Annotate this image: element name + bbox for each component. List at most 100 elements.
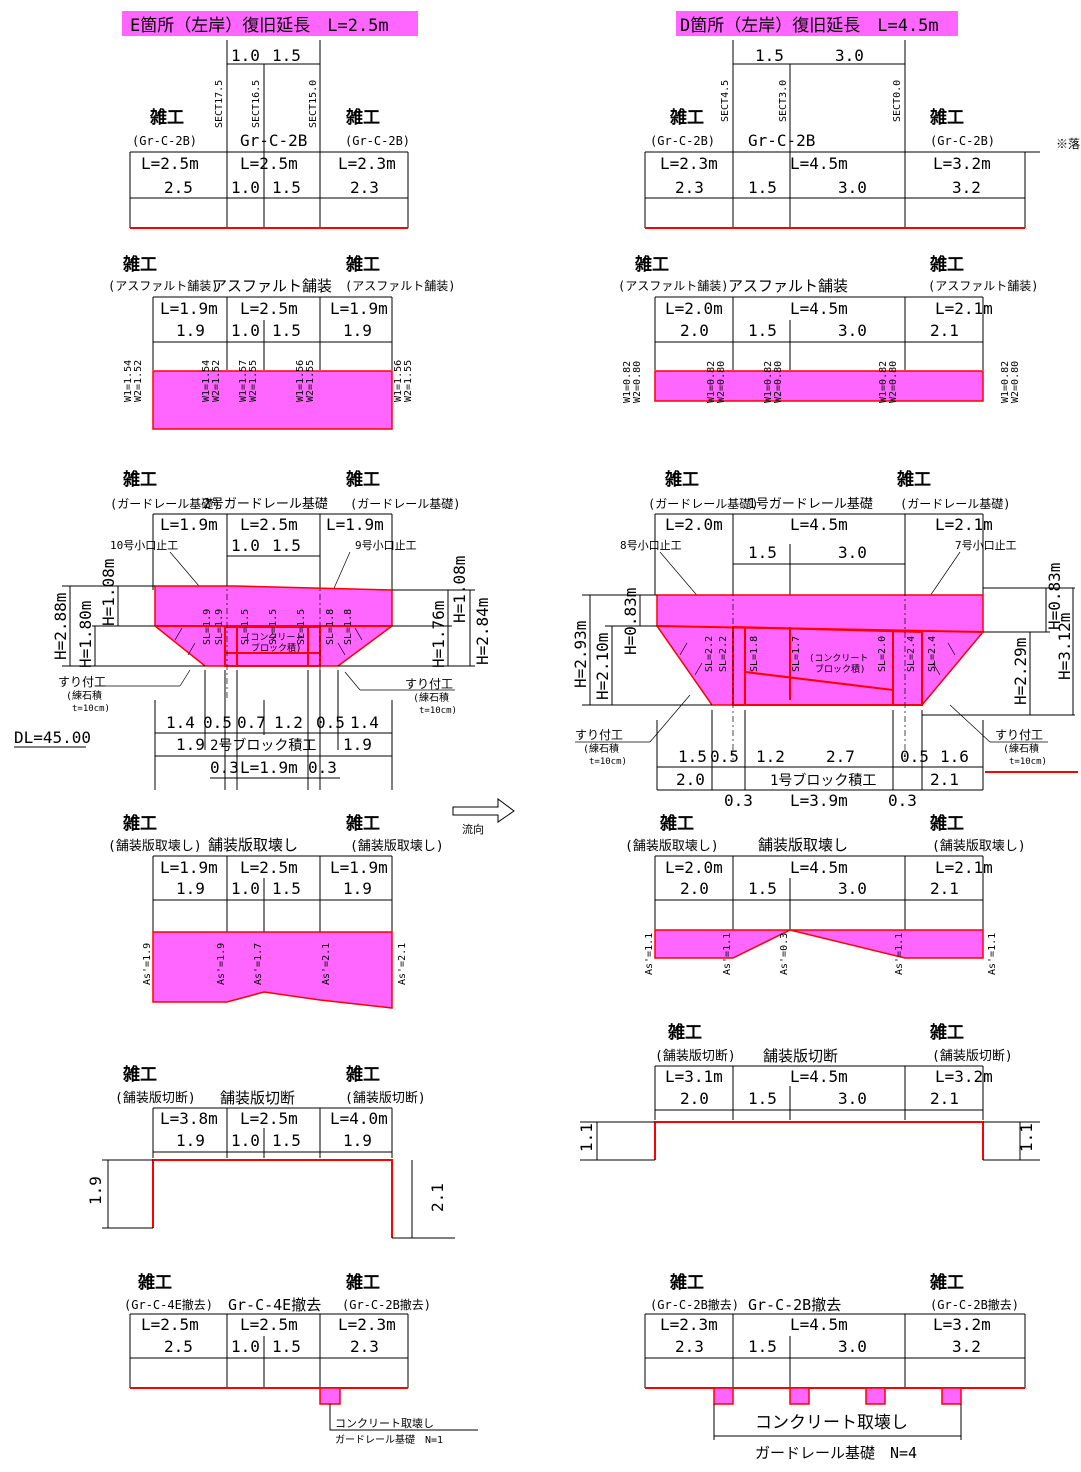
right-gd-sl-3: SL=1.8 [749,636,760,672]
right-pr-mid-name: 舗装版取壊し [758,836,848,854]
right-gr-right-name: 雑工 [929,107,964,128]
left-gd-suri-r-1: すり付工 [405,677,453,691]
right-gr-section: 1.5 3.0 SECT4.5 SECT3.0 SECT0.0 雑工 (Gr-C… [644,40,1080,229]
left-pr-as-5: As'=2.1 [397,943,408,985]
right-as-dim-1: 2.0 [680,321,709,340]
right-as-w2-a: W2=0.80 [632,361,643,403]
right-gr-dim-2: 1.5 [748,178,777,197]
right-gr-sect-3: SECT0.0 [892,80,903,122]
left-gd-len-3: L=1.9m [326,515,384,534]
right-gd-block-2: ブロック積) [815,663,865,675]
left-gd-left-name: 雑工 [122,469,157,490]
left-gd-b1-1: 1.4 [166,713,195,732]
left-gd-b2-2: 2号ブロック積工 [210,737,316,754]
right-gr-dim-3: 3.0 [838,178,867,197]
right-column: D箇所（左岸）復旧延長 L=4.5m 1.5 3.0 SECT4.5 SECT3… [571,11,1080,1462]
left-gd-hl-2: H=1.80m [76,601,95,668]
left-gm-len-3: L=2.3m [338,1315,396,1334]
right-pc-len-1: L=3.1m [665,1067,723,1086]
left-pc-dim-4: 1.9 [343,1131,372,1150]
left-gd-hr-2: H=1.76m [429,601,448,668]
left-gr-right-sub: (Gr-C-2B) [345,134,410,148]
right-gd-stop-r: 7号小口止工 [955,539,1017,552]
left-as-w2-d: W2=1.55 [305,360,316,402]
left-gd-b1-2: 0.5 [203,713,232,732]
right-gd-b1-5: 0.5 [900,747,929,766]
left-gr-sub-2: 1.5 [272,46,301,65]
left-pr-as-1: As'=1.9 [142,943,153,985]
right-as-w1-c: W1=0.82 [763,361,774,403]
left-as-w2-c: W2=1.55 [248,360,259,402]
datum-level-label: DL=45.00 [14,728,91,747]
left-gm-left-name: 雑工 [137,1272,172,1293]
right-gr-len-3: L=3.2m [933,154,991,173]
right-gm-mid-name: Gr-C-2B撤去 [748,1296,841,1314]
right-as-dim-2: 1.5 [748,321,777,340]
right-as-w2-b: W2=0.80 [716,361,727,403]
right-asphalt-section: 雑工 (アスファルト舗装) アスファルト舗装 雑工 (アスファルト舗装) L=2… [618,254,1038,403]
right-gd-len-3: L=2.1m [935,515,993,534]
left-pr-dim-3: 1.5 [272,879,301,898]
left-gd-hr-1: H=1.08m [450,556,469,623]
left-gm-right-name: 雑工 [345,1272,380,1293]
left-gm-dim-3: 1.5 [272,1337,301,1356]
right-pr-as-3: As'=0.3 [779,933,790,975]
left-as-dim-1: 1.9 [176,321,205,340]
left-as-right-name: 雑工 [345,254,380,275]
left-gr-left-name: 雑工 [149,107,184,128]
left-as-w2-a: W2=1.52 [133,360,144,402]
left-gd-sl-7: SL=1.8 [343,609,354,645]
left-gm-mid-name: Gr-C-4E撤去 [228,1296,321,1314]
left-pc-dim-2: 1.0 [231,1131,260,1150]
right-gd-b1-2: 0.5 [710,747,739,766]
right-gd-hl-2: H=2.10m [593,633,612,700]
right-title-bg [676,11,958,36]
left-pc-left-name: 雑工 [122,1064,157,1085]
left-as-w1-e: W1=1.56 [393,360,404,402]
left-pr-len-2: L=2.5m [240,858,298,877]
right-as-left-name: 雑工 [634,254,669,275]
left-pc-right-name: 雑工 [345,1064,380,1085]
right-pr-right-sub: (舗装版取壊し) [932,839,1026,854]
left-gd-b1-6: 1.4 [350,713,379,732]
left-gr-dim-4: 2.3 [350,178,379,197]
left-gr-len-2: L=2.5m [240,154,298,173]
right-as-dim-4: 2.1 [930,321,959,340]
right-gm-right-name: 雑工 [929,1272,964,1293]
right-gr-dim-4: 3.2 [952,178,981,197]
right-pc-right-name: 雑工 [929,1022,964,1043]
right-as-mid-name: アスファルト舗装 [728,277,848,295]
left-as-w1-d: W1=1.56 [295,360,306,402]
left-pr-dim-1: 1.9 [176,879,205,898]
left-gd-b3-1: 0.3 [210,758,239,777]
right-gd-hr-1: H=0.83m [1045,563,1064,630]
left-pave-rm-area [152,931,393,1009]
right-as-w1-e: W1=0.82 [1000,361,1011,403]
left-gm-conc-2: ガードレール基礎 N=1 [335,1433,443,1446]
left-title: E箇所（左岸）復旧延長 L=2.5m [130,16,389,36]
left-gr-sub-1: 1.0 [231,46,260,65]
right-pr-dim-3: 3.0 [838,879,867,898]
left-gd-b3-3: 0.3 [308,758,337,777]
right-gr-len-1: L=2.3m [660,154,718,173]
left-column: E箇所（左岸）復旧延長 L=2.5m 1.0 1.5 SECT17.5 SECT… [14,11,492,1446]
right-gd-b2-3: 2.1 [930,770,959,789]
left-gd-sl-3: SL=1.5 [240,609,251,645]
right-gm-dim-2: 1.5 [748,1337,777,1356]
right-pr-as-2: As'=1.1 [722,933,733,975]
right-pr-left-sub: (舗装版取壊し) [625,839,719,854]
left-gd-sl-6: SL=1.8 [325,609,336,645]
right-gd-len-2: L=4.5m [790,515,848,534]
left-pr-right-name: 雑工 [345,813,380,834]
left-gd-suri-l-3: t=10cm) [72,704,110,714]
right-pr-dim-4: 2.1 [930,879,959,898]
right-gd-suri-r-3: t=10cm) [1009,757,1047,767]
left-gr-section: 1.0 1.5 SECT17.5 SECT16.5 SECT15.0 雑工 (G… [129,40,410,229]
left-gm-right-sub: (Gr-C-2B撤去) [342,1297,431,1312]
left-gd-stop-r: 9号小口止工 [355,539,417,552]
right-gd-hr-2: H=2.29m [1011,638,1030,705]
right-gr-sect-1: SECT4.5 [720,80,731,122]
left-pc-len-3: L=4.0m [330,1109,388,1128]
left-gd-suri-l-2: (練石積 [66,689,102,702]
